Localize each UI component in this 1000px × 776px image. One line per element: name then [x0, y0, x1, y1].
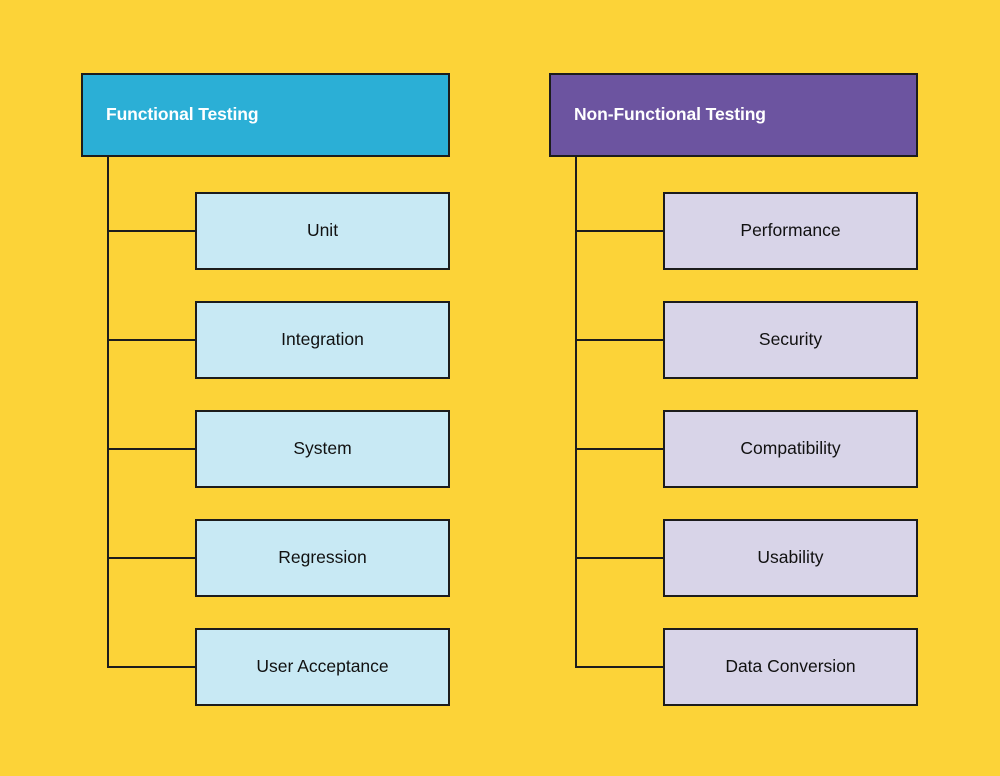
branch-line-functional-3: [107, 557, 196, 559]
trunk-line-non-functional-testing: [575, 157, 577, 667]
branch-line-functional-1: [107, 339, 196, 341]
child-box-security[interactable]: Security: [663, 301, 918, 379]
child-box-data-conversion[interactable]: Data Conversion: [663, 628, 918, 706]
child-box-system[interactable]: System: [195, 410, 450, 488]
child-label-compatibility: Compatibility: [740, 438, 841, 459]
child-label-unit: Unit: [306, 220, 339, 241]
branch-line-nonfunctional-2: [575, 448, 664, 450]
branch-line-nonfunctional-3: [575, 557, 664, 559]
child-label-regression: Regression: [278, 547, 367, 568]
child-box-unit[interactable]: Unit: [195, 192, 450, 270]
child-label-security: Security: [758, 329, 823, 350]
child-box-integration[interactable]: Integration: [195, 301, 450, 379]
branch-line-nonfunctional-1: [575, 339, 664, 341]
child-box-user-acceptance[interactable]: User Acceptance: [195, 628, 450, 706]
child-box-regression[interactable]: Regression: [195, 519, 450, 597]
child-label-user-acceptance: User Acceptance: [256, 656, 389, 677]
header-label-functional-testing: Functional Testing: [106, 104, 259, 125]
header-label-non-functional-testing: Non-Functional Testing: [574, 104, 766, 125]
branch-line-functional-2: [107, 448, 196, 450]
child-box-usability[interactable]: Usability: [663, 519, 918, 597]
child-label-usability: Usability: [757, 547, 824, 568]
branch-line-nonfunctional-0: [575, 230, 664, 232]
branch-line-functional-4: [107, 666, 196, 668]
child-box-compatibility[interactable]: Compatibility: [663, 410, 918, 488]
child-label-system: System: [293, 438, 352, 459]
child-label-performance: Performance: [740, 220, 841, 241]
header-box-non-functional-testing[interactable]: Non-Functional Testing: [549, 73, 918, 157]
branch-line-functional-0: [107, 230, 196, 232]
column-non-functional-testing: Non-Functional Testing Performance Secur…: [468, 0, 1000, 776]
child-box-performance[interactable]: Performance: [663, 192, 918, 270]
header-box-functional-testing[interactable]: Functional Testing: [81, 73, 450, 157]
trunk-line-functional-testing: [107, 157, 109, 667]
child-label-data-conversion: Data Conversion: [725, 656, 856, 677]
column-functional-testing: Functional Testing Unit Integration Syst…: [81, 73, 450, 706]
child-label-integration: Integration: [281, 329, 364, 350]
branch-line-nonfunctional-4: [575, 666, 664, 668]
